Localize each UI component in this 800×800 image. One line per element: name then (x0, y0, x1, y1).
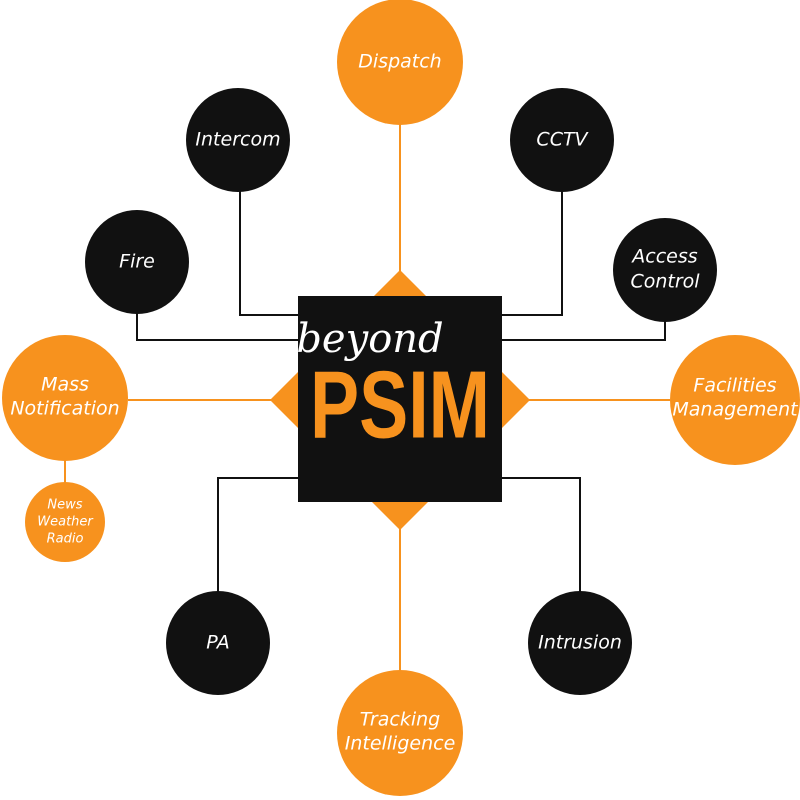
node-intercom[interactable]: Intercom (186, 88, 290, 192)
node-cctv[interactable]: CCTV (510, 88, 614, 192)
node-cctv-label: CCTV (536, 129, 589, 151)
node-intrusion[interactable]: Intrusion (528, 591, 632, 695)
node-facilities-label-2: Management (672, 399, 799, 421)
center-hub: beyond PSIM (270, 270, 530, 530)
node-pa-label: PA (206, 632, 230, 654)
connectors (64, 120, 670, 672)
node-dispatch-label: Dispatch (358, 51, 441, 73)
node-dispatch[interactable]: Dispatch (337, 0, 463, 125)
node-facilities-management[interactable]: Facilities Management (670, 335, 800, 465)
node-fire-label: Fire (119, 251, 155, 273)
node-access-control[interactable]: Access Control (613, 218, 717, 322)
node-news-weather-radio[interactable]: News Weather Radio (25, 482, 105, 562)
node-access-control-label-1: Access (630, 246, 697, 268)
node-mass-notification-label-1: Mass (41, 374, 89, 396)
connector-cctv (502, 190, 563, 316)
node-news-label-3: Radio (47, 532, 84, 547)
node-pa[interactable]: PA (166, 591, 270, 695)
node-tracking-label-1: Tracking (360, 709, 440, 731)
connector-pa (217, 477, 298, 593)
node-mass-notification-label-2: Notification (10, 398, 119, 420)
node-access-control-label-2: Control (630, 271, 700, 293)
connector-intercom (239, 190, 298, 316)
node-news-label-2: Weather (37, 515, 94, 530)
node-intercom-label: Intercom (195, 129, 280, 151)
node-facilities-label-1: Facilities (693, 375, 776, 397)
node-tracking-label-2: Intelligence (345, 733, 456, 755)
node-fire[interactable]: Fire (85, 210, 189, 314)
connector-access-control (502, 318, 666, 341)
connector-fire (136, 308, 298, 341)
node-intrusion-label: Intrusion (538, 632, 622, 654)
node-news-label-1: News (47, 498, 82, 513)
connector-intrusion (502, 477, 581, 593)
center-square (298, 296, 502, 502)
center-title-psim: PSIM (310, 351, 490, 458)
node-mass-notification[interactable]: Mass Notification (2, 335, 128, 461)
center-title-beyond: beyond (296, 316, 443, 362)
node-tracking-intelligence[interactable]: Tracking Intelligence (337, 670, 463, 796)
